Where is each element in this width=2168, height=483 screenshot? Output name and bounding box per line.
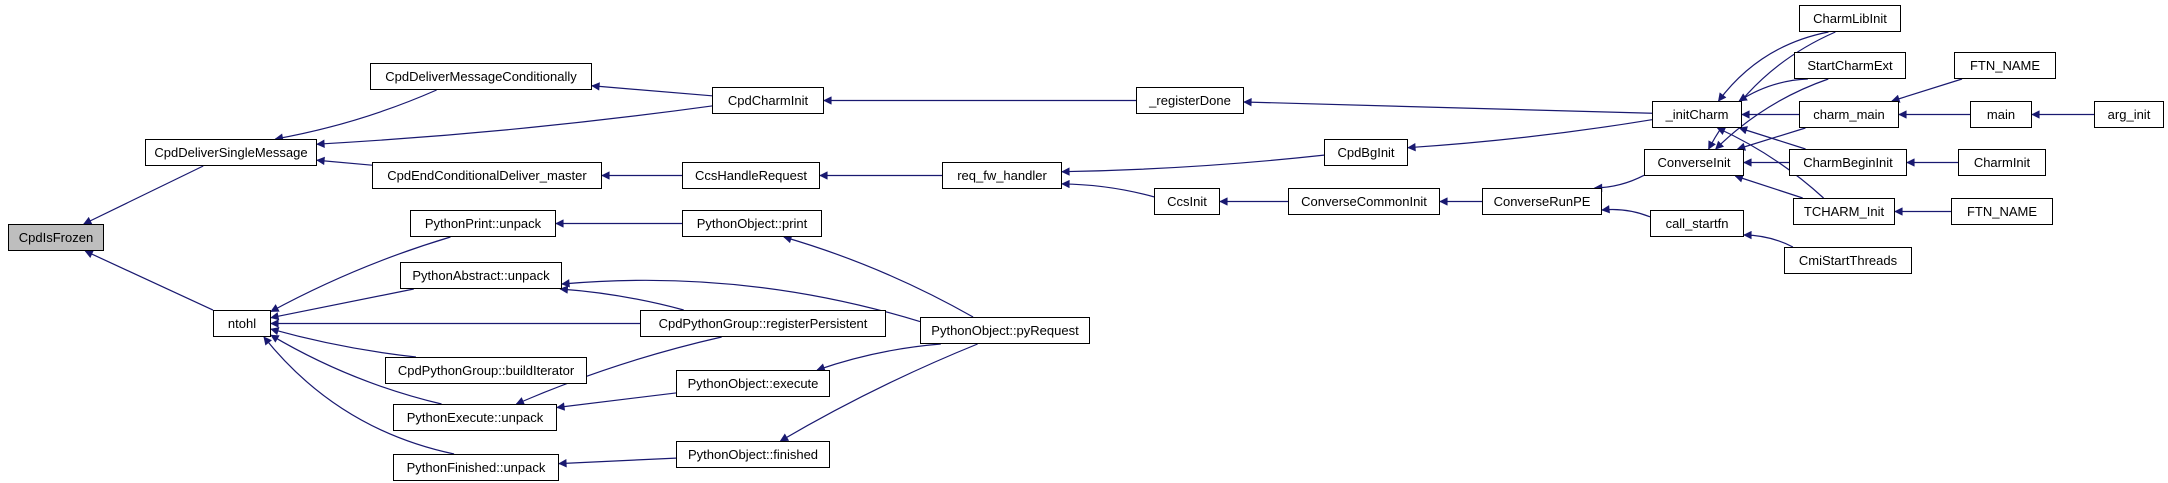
node-cpdisfrozen[interactable]: CpdIsFrozen bbox=[8, 224, 104, 251]
node-cpddelivermessageconditionally[interactable]: CpdDeliverMessageConditionally bbox=[370, 63, 592, 90]
node-pythonobject-print[interactable]: PythonObject::print bbox=[682, 210, 822, 237]
node-main[interactable]: main bbox=[1970, 101, 2032, 128]
node-req-fw-handler[interactable]: req_fw_handler bbox=[942, 162, 1062, 189]
node-pythonprint-unpack[interactable]: PythonPrint::unpack bbox=[410, 210, 556, 237]
call-edge bbox=[556, 392, 677, 411]
node-charm-main[interactable]: charm_main bbox=[1799, 101, 1899, 128]
node-pythonobject-execute[interactable]: PythonObject::execute bbox=[676, 370, 830, 397]
node-ccsinit[interactable]: CcsInit bbox=[1154, 188, 1220, 215]
call-edge bbox=[1061, 154, 1325, 176]
node-cmistartthreads[interactable]: CmiStartThreads bbox=[1784, 247, 1912, 274]
call-edge bbox=[1734, 174, 1803, 199]
node-pythonobject-finished[interactable]: PythonObject::finished bbox=[676, 441, 830, 468]
call-edge bbox=[1061, 179, 1155, 198]
node-ntohl[interactable]: ntohl bbox=[213, 310, 271, 337]
node-charmbegininit[interactable]: CharmBeginInit bbox=[1789, 149, 1907, 176]
call-edge bbox=[1738, 78, 1808, 102]
node-pythonfinished-unpack[interactable]: PythonFinished::unpack bbox=[393, 454, 559, 481]
call-edge bbox=[270, 334, 442, 405]
call-edge bbox=[1736, 127, 1806, 151]
node-pythonobject-pyrequest[interactable]: PythonObject::pyRequest bbox=[920, 317, 1090, 344]
call-edge bbox=[270, 288, 414, 321]
node-converseinit[interactable]: ConverseInit bbox=[1644, 149, 1744, 176]
call-edge bbox=[559, 285, 684, 311]
node-startcharmext[interactable]: StartCharmExt bbox=[1794, 52, 1906, 79]
call-edge bbox=[1601, 205, 1651, 218]
node-cpdbginit[interactable]: CpdBgInit bbox=[1324, 139, 1408, 166]
call-edge bbox=[1743, 230, 1794, 248]
call-edge bbox=[270, 327, 416, 358]
call-edge bbox=[1593, 174, 1645, 193]
node-registerdone[interactable]: _registerDone bbox=[1136, 87, 1244, 114]
call-edge bbox=[591, 82, 713, 97]
call-edge bbox=[783, 235, 974, 318]
node-converserunpe[interactable]: ConverseRunPE bbox=[1482, 188, 1602, 215]
call-edge bbox=[316, 156, 373, 166]
call-edge bbox=[263, 336, 455, 455]
node-cpdcharminit[interactable]: CpdCharmInit bbox=[712, 87, 824, 114]
call-edge bbox=[1715, 78, 1829, 150]
node-call-startfn[interactable]: call_startfn bbox=[1650, 210, 1744, 237]
call-edge bbox=[779, 343, 978, 442]
edge-group bbox=[83, 31, 2094, 468]
call-edge bbox=[1718, 31, 1829, 102]
node-ccshandlerequest[interactable]: CcsHandleRequest bbox=[682, 162, 820, 189]
call-edge bbox=[83, 165, 204, 225]
node-charminit[interactable]: CharmInit bbox=[1958, 149, 2046, 176]
node-initcharm[interactable]: _initCharm bbox=[1652, 101, 1742, 128]
node-pythonabstract-unpack[interactable]: PythonAbstract::unpack bbox=[400, 262, 562, 289]
node-tcharm-init[interactable]: TCHARM_Init bbox=[1793, 198, 1895, 225]
call-edge bbox=[1708, 31, 1836, 150]
node-ftn-name-1[interactable]: FTN_NAME bbox=[1954, 52, 2056, 79]
call-edge bbox=[84, 250, 214, 311]
call-edge bbox=[816, 343, 941, 372]
call-edge bbox=[1243, 98, 1653, 114]
node-cpddeliversinglemessage[interactable]: CpdDeliverSingleMessage bbox=[145, 139, 317, 166]
call-edge bbox=[1716, 127, 1824, 199]
call-edge bbox=[274, 89, 437, 142]
node-ftn-name-2[interactable]: FTN_NAME bbox=[1951, 198, 2053, 225]
node-cpdpythongroup-builditerator[interactable]: CpdPythonGroup::buildIterator bbox=[385, 357, 587, 384]
node-arg-init[interactable]: arg_init bbox=[2094, 101, 2164, 128]
node-cpdpythongroup-registerpersistent[interactable]: CpdPythonGroup::registerPersistent bbox=[640, 310, 886, 337]
call-edge bbox=[270, 236, 451, 312]
call-edge bbox=[1407, 119, 1653, 152]
node-pythonexecute-unpack[interactable]: PythonExecute::unpack bbox=[393, 404, 557, 431]
node-cpdendconditionaldeliver-master[interactable]: CpdEndConditionalDeliver_master bbox=[372, 162, 602, 189]
node-charmlibinit[interactable]: CharmLibInit bbox=[1799, 5, 1901, 32]
node-conversecommoninit[interactable]: ConverseCommonInit bbox=[1288, 188, 1440, 215]
call-edge bbox=[561, 279, 921, 323]
call-edge bbox=[316, 105, 713, 148]
call-edge bbox=[558, 457, 677, 468]
call-edge bbox=[1891, 78, 1963, 103]
call-edge bbox=[515, 336, 722, 405]
